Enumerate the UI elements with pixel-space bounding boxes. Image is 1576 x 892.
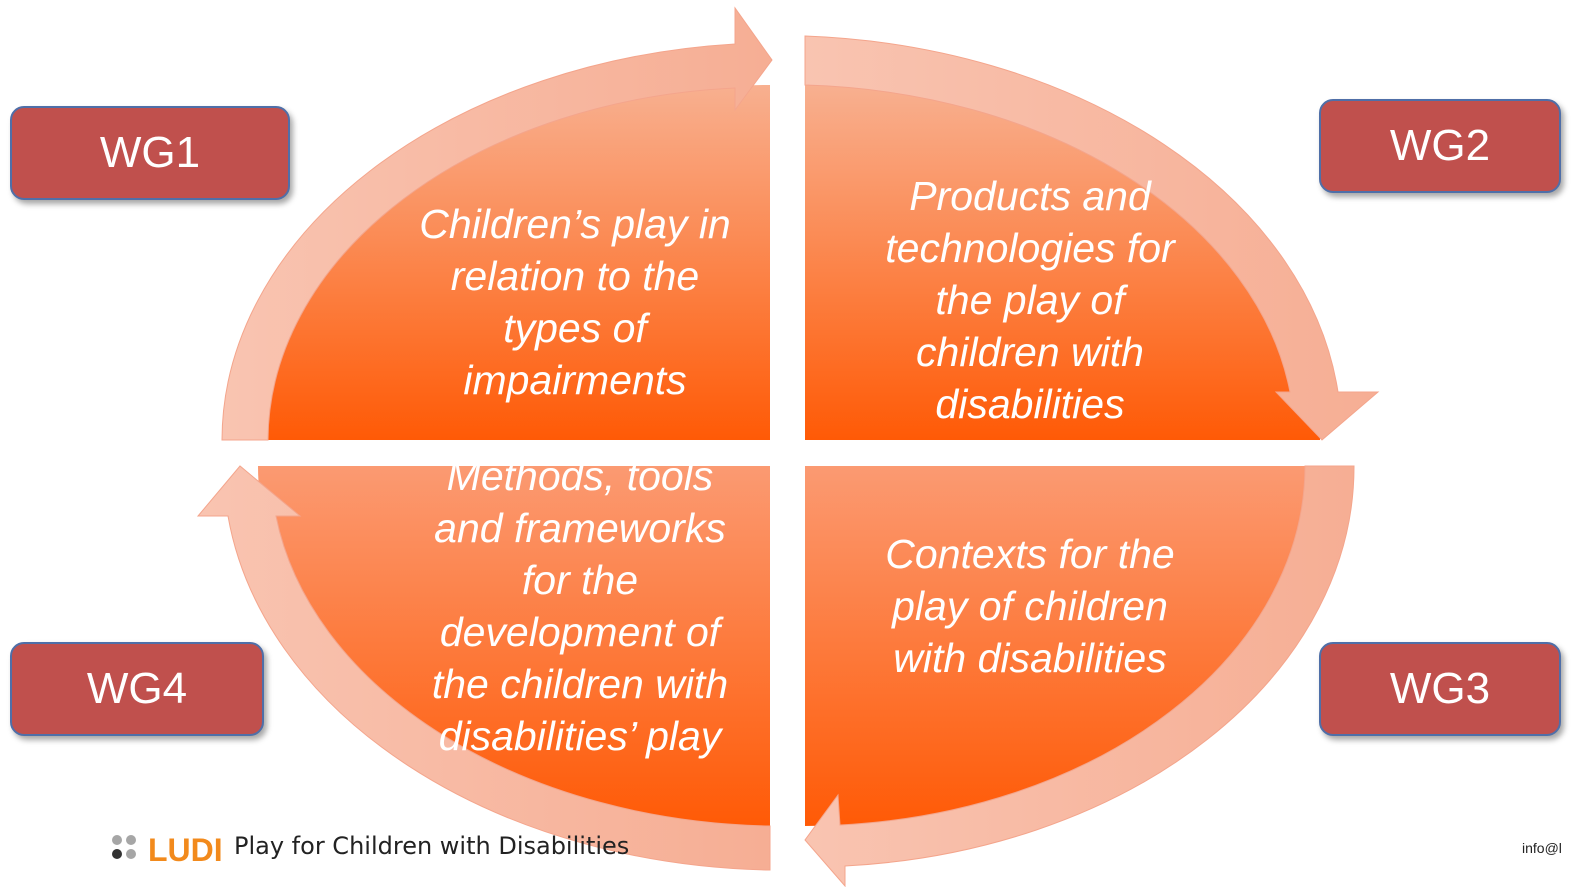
text-line: Children’s play in bbox=[419, 201, 731, 247]
ludi-logo: LUDI bbox=[110, 830, 228, 866]
quadrant-bottom-right bbox=[805, 466, 1305, 826]
text-line: with disabilities bbox=[893, 635, 1167, 681]
arrow-top-left bbox=[221, 6, 773, 441]
quadrant-text-bottom-left: Methods, tools and frameworks for the de… bbox=[385, 450, 775, 762]
text-line: Contexts for the bbox=[885, 531, 1175, 577]
wg3-box: WG3 bbox=[1319, 642, 1561, 736]
footer-tagline: Play for Children with Disabilities bbox=[234, 832, 630, 860]
arrow-bottom-left bbox=[196, 465, 771, 871]
quadrant-bottom-left bbox=[258, 466, 770, 826]
arrow-bottom-right bbox=[804, 465, 1355, 888]
text-line: development of bbox=[439, 609, 721, 655]
text-line: disabilities bbox=[935, 381, 1125, 427]
text-line: Products and bbox=[909, 173, 1151, 219]
text-line: technologies for bbox=[885, 225, 1175, 271]
wg4-box: WG4 bbox=[10, 642, 264, 736]
text-line: children with bbox=[916, 329, 1144, 375]
arrow-top-right bbox=[804, 35, 1380, 441]
footer-email[interactable]: info@l bbox=[1522, 840, 1562, 856]
text-line: the play of bbox=[935, 277, 1125, 323]
quadrant-top-left bbox=[268, 85, 770, 440]
text-line: Methods, tools bbox=[446, 453, 714, 499]
text-line: play of children bbox=[892, 583, 1168, 629]
text-line: for the bbox=[521, 557, 639, 603]
quadrant-text-bottom-right: Contexts for the play of children with d… bbox=[840, 528, 1220, 684]
quadrant-text-top-left: Children’s play in relation to the types… bbox=[385, 198, 765, 406]
ludi-logo-mark: LUDI bbox=[112, 832, 223, 866]
text-line: relation to the bbox=[450, 253, 700, 299]
wg1-box: WG1 bbox=[10, 106, 290, 200]
logo-wordmark: LUDI bbox=[148, 832, 223, 866]
quadrant-top-right bbox=[805, 85, 1320, 440]
text-line: impairments bbox=[463, 357, 687, 403]
wg2-box: WG2 bbox=[1319, 99, 1561, 193]
text-line: the children with bbox=[431, 661, 729, 707]
text-line: disabilities’ play bbox=[438, 713, 722, 759]
text-line: types of bbox=[503, 305, 647, 351]
quadrant-text-top-right: Products and technologies for the play o… bbox=[840, 170, 1220, 430]
text-line: and frameworks bbox=[434, 505, 726, 551]
